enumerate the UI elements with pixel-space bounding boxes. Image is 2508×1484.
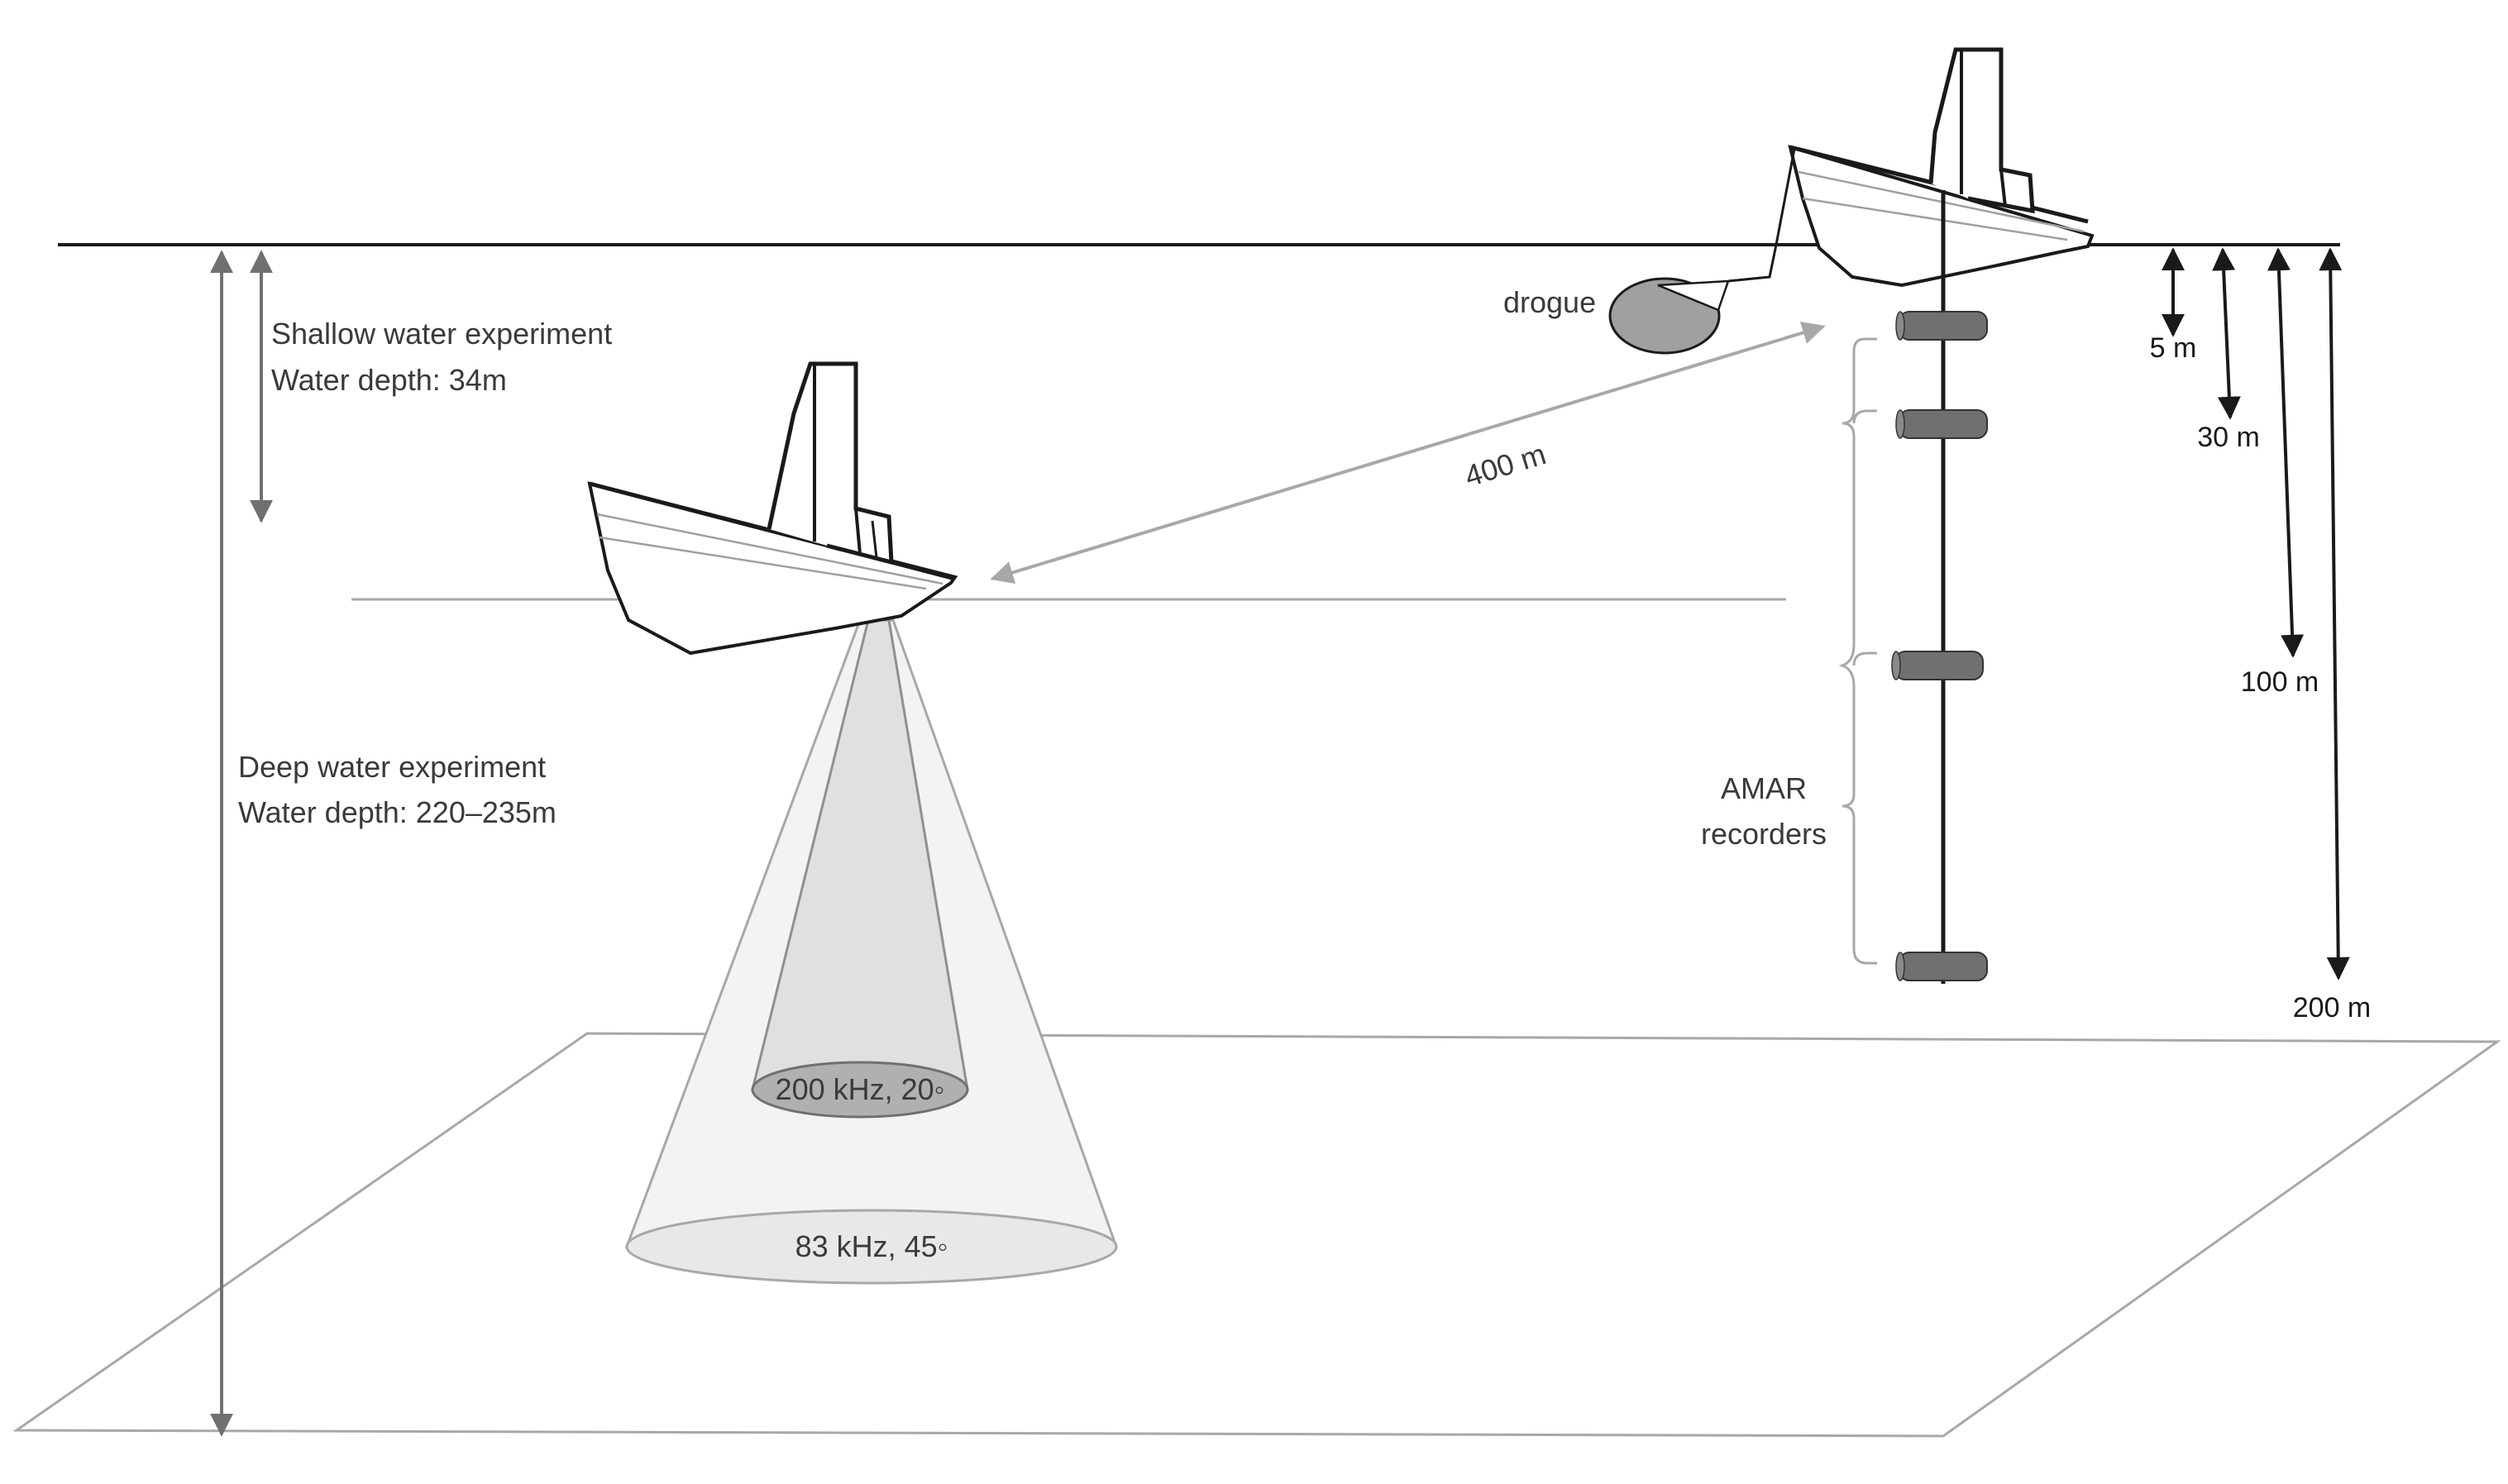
recorder-100m bbox=[1891, 651, 1984, 680]
narrow-beam-label: 200 kHz, 20◦ bbox=[776, 1072, 945, 1106]
recorder-string bbox=[1891, 190, 1988, 984]
wide-beam-footprint bbox=[625, 1209, 1118, 1285]
depth-label-100m: 100 m bbox=[2241, 666, 2319, 698]
recorder-200m bbox=[1895, 952, 1988, 981]
wide-beam-label: 83 kHz, 45◦ bbox=[795, 1229, 948, 1263]
distance-arrow bbox=[990, 321, 1826, 585]
recorder-brace bbox=[1838, 337, 1877, 965]
recorders-label-1: AMAR bbox=[1721, 771, 1807, 805]
depth-label-200m: 200 m bbox=[2293, 992, 2372, 1024]
recorder-30m bbox=[1895, 409, 1988, 439]
depth-label-5m: 5 m bbox=[2150, 332, 2197, 364]
shallow-title: Shallow water experiment bbox=[271, 317, 612, 351]
depth-arrow-30m bbox=[2212, 247, 2241, 420]
shallow-depth: Water depth: 34m bbox=[271, 363, 507, 397]
depth-label-30m: 30 m bbox=[2197, 422, 2260, 453]
depth-arrow-100m bbox=[2267, 247, 2305, 658]
sonar-beams bbox=[624, 618, 1119, 1285]
deep-title: Deep water experiment bbox=[238, 750, 546, 784]
recorder-5m bbox=[1895, 311, 1988, 341]
deep-depth: Water depth: 220–235m bbox=[238, 795, 557, 829]
drogue-label: drogue bbox=[1503, 285, 1596, 319]
distance-label: 400 m bbox=[1460, 437, 1550, 493]
narrow-beam-footprint bbox=[751, 1061, 969, 1119]
recorders-label-2: recorders bbox=[1701, 817, 1827, 851]
depth-arrow-200m bbox=[2319, 247, 2350, 981]
seafloor-plane bbox=[12, 1032, 2501, 1438]
drogue-assembly bbox=[1608, 148, 1796, 355]
survey-boat-shallow bbox=[587, 361, 958, 656]
